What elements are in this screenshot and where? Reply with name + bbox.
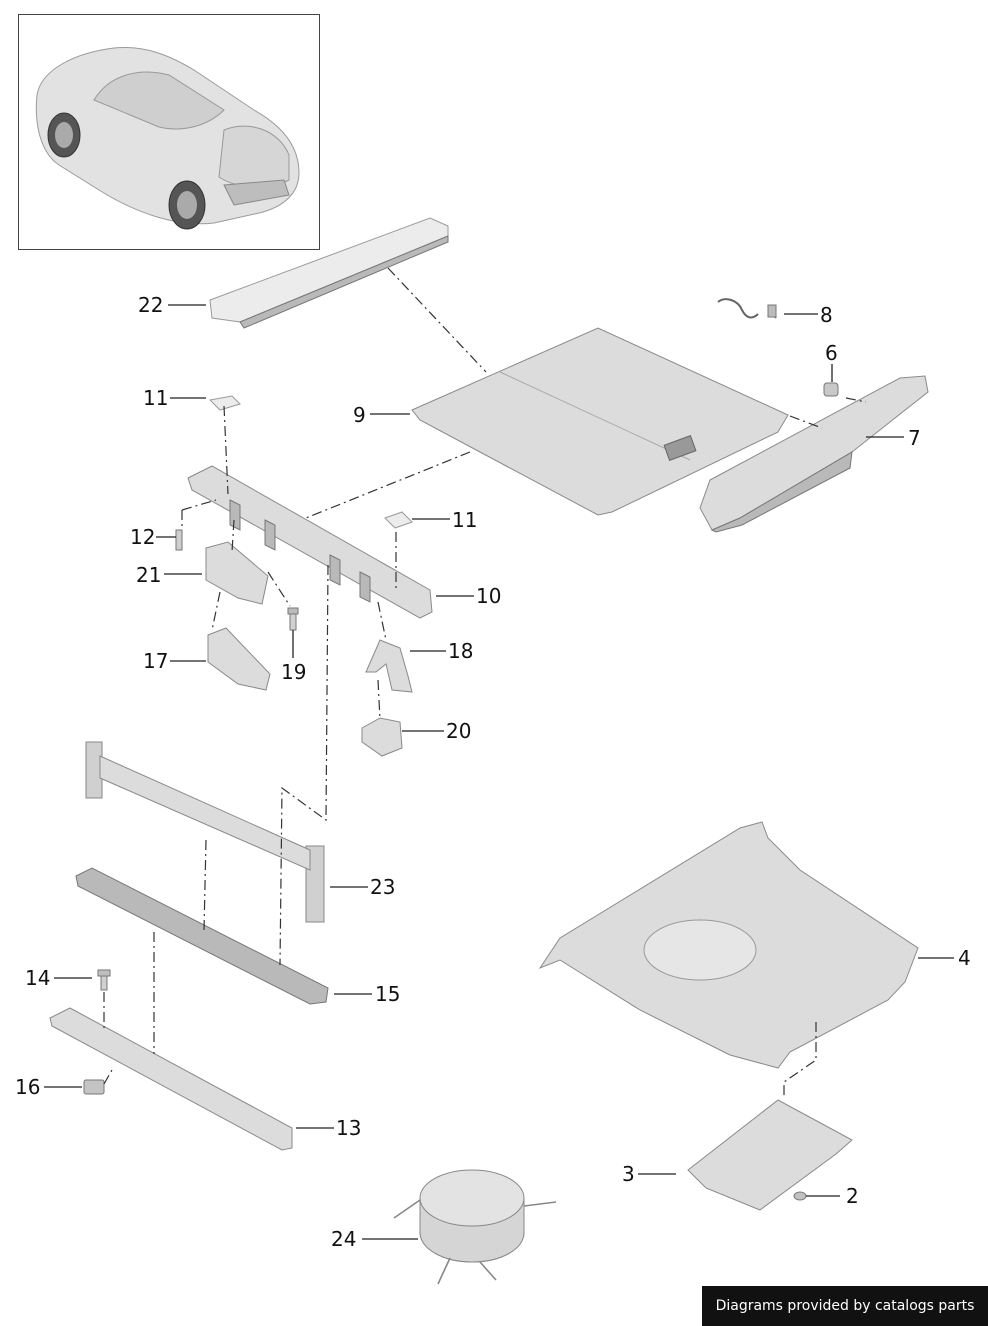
part-11-bracket-right[interactable] — [384, 511, 413, 529]
credit-banner: Diagrams provided by catalogs parts — [702, 1286, 988, 1326]
callout-6[interactable]: 6 — [825, 341, 838, 365]
callout-13[interactable]: 13 — [336, 1116, 361, 1140]
callout-19[interactable]: 19 — [281, 660, 306, 684]
callout-labels: 22 8 6 9 7 11 11 12 21 10 19 17 18 20 23… — [15, 293, 971, 1251]
assembly-lines — [103, 267, 867, 1098]
callout-2[interactable]: 2 — [846, 1184, 859, 1208]
part-14-bolt[interactable] — [97, 969, 111, 991]
vehicle-illustration — [35, 46, 300, 230]
callout-7[interactable]: 7 — [908, 426, 921, 450]
part-15-trim-strip[interactable] — [75, 867, 329, 1005]
callout-14[interactable]: 14 — [25, 966, 50, 990]
callout-16[interactable]: 16 — [15, 1075, 40, 1099]
part-3-access-panel[interactable] — [687, 1099, 853, 1211]
part-7-rear-panel[interactable] — [699, 375, 929, 533]
part-12-bolt[interactable] — [175, 529, 183, 551]
callout-17[interactable]: 17 — [143, 649, 168, 673]
part-18-bracket[interactable] — [365, 639, 413, 693]
part-20-retainer[interactable] — [361, 717, 403, 757]
callout-24[interactable]: 24 — [331, 1227, 356, 1251]
callout-10[interactable]: 10 — [476, 584, 501, 608]
callout-8[interactable]: 8 — [820, 303, 833, 327]
leader-lines — [44, 304, 954, 1240]
part-11-bracket-top[interactable] — [208, 395, 241, 411]
part-10-crossmember[interactable] — [187, 465, 433, 619]
part-21-bracket[interactable] — [205, 541, 269, 605]
callout-15[interactable]: 15 — [375, 982, 400, 1006]
part-17-bracket[interactable] — [207, 627, 271, 691]
callout-22[interactable]: 22 — [138, 293, 163, 317]
callout-23[interactable]: 23 — [370, 875, 395, 899]
part-4-floor-pan[interactable] — [538, 821, 919, 1069]
part-23-support-bar[interactable] — [85, 741, 325, 923]
part-6-clip[interactable] — [823, 382, 839, 397]
part-19-screw[interactable] — [287, 607, 299, 631]
callout-9[interactable]: 9 — [353, 403, 366, 427]
part-2-plug[interactable] — [793, 1191, 807, 1201]
part-9-luggage-floor-panel[interactable] — [411, 327, 789, 516]
part-13-lower-crossmember[interactable] — [49, 1007, 293, 1151]
callout-21[interactable]: 21 — [136, 563, 161, 587]
callout-3[interactable]: 3 — [622, 1162, 635, 1186]
callout-12[interactable]: 12 — [130, 525, 155, 549]
callout-4[interactable]: 4 — [958, 946, 971, 970]
vehicle-inset-frame — [18, 14, 320, 250]
part-16-clip[interactable] — [83, 1079, 105, 1095]
callout-20[interactable]: 20 — [446, 719, 471, 743]
part-24-tire-compressor[interactable] — [393, 1169, 557, 1285]
part-8-cable[interactable] — [717, 298, 777, 319]
floor-handle — [663, 435, 697, 461]
part-22-cover-rail[interactable] — [209, 217, 449, 329]
callout-18[interactable]: 18 — [448, 639, 473, 663]
callout-11-top[interactable]: 11 — [143, 386, 168, 410]
callout-11-right[interactable]: 11 — [452, 508, 477, 532]
